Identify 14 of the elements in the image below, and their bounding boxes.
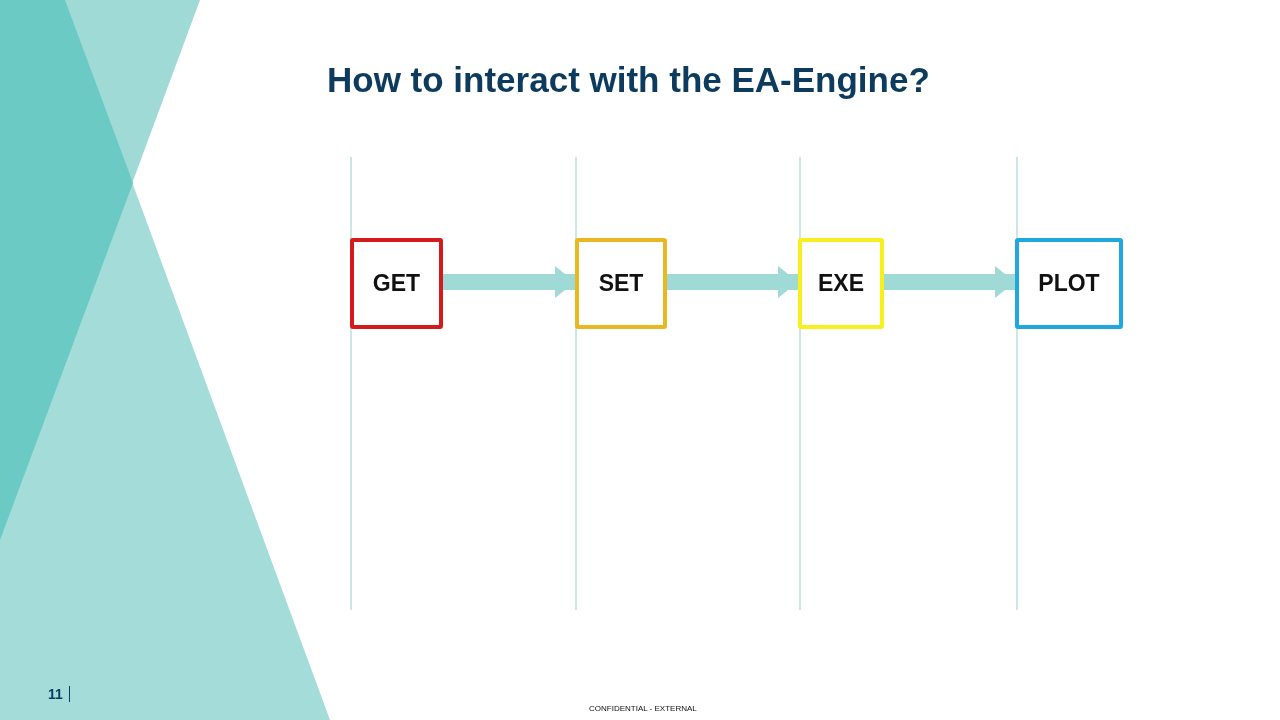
step-box <box>575 238 667 329</box>
step-label: EXE <box>818 270 864 297</box>
flow-arrow <box>884 266 1015 298</box>
step-label: GET <box>372 270 421 297</box>
step-box <box>350 238 443 329</box>
flow-arrow <box>443 266 575 298</box>
step-box <box>798 238 884 329</box>
page-number: 11 <box>48 686 70 702</box>
footer-note: CONFIDENTIAL - EXTERNAL <box>589 704 697 713</box>
step-label: PLOT <box>1038 270 1100 297</box>
slide-title: How to interact with the EA-Engine? <box>327 60 930 100</box>
step-label: SET <box>598 270 644 297</box>
step-box <box>1015 238 1123 329</box>
flow-arrow <box>667 266 798 298</box>
